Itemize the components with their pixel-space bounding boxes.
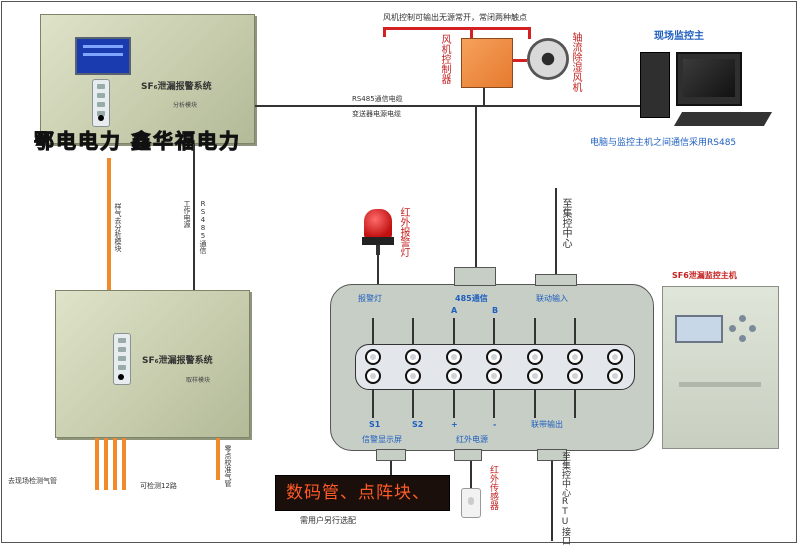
- ir-sensor-label: 红外传感器: [488, 465, 498, 510]
- fan-control-red-wire-top: [383, 27, 531, 30]
- sampling-keypad: [113, 333, 131, 385]
- led-board-wire: [390, 461, 392, 475]
- terminal-screw-icon: [607, 349, 623, 365]
- ctrl-485-label: 485通信: [455, 294, 488, 303]
- led-board-note: 需用户另行选配: [300, 516, 356, 525]
- fan-controller-drop-wire: [483, 88, 485, 106]
- ir-sensor-icon: [461, 488, 481, 518]
- ir-alarm-light-icon: [362, 205, 394, 255]
- sf6-host-label: SF6泄漏监控主机: [672, 271, 737, 280]
- sample-gas-pipe: [107, 158, 111, 290]
- ir-sensor-wire: [470, 461, 472, 488]
- analysis-power-led-icon: [98, 115, 104, 121]
- axial-fan-icon: [527, 38, 569, 80]
- field-pipe-3: [113, 438, 117, 490]
- rtu-center-label: 至集控中心RTU接口: [560, 452, 570, 545]
- sf6-host-nameplate: [679, 382, 761, 387]
- rs485-main-cable: [255, 105, 640, 107]
- sampling-module-panel: SF₆泄漏报警系统 取样模块: [55, 290, 250, 438]
- analysis-keypad: [92, 79, 110, 127]
- rtu-link-wire: [551, 461, 553, 541]
- work-power-wire: [193, 144, 195, 290]
- sample-gas-label: 样气去分析模块: [114, 203, 122, 252]
- ctrl-minus-label: -: [493, 420, 497, 429]
- to-center-top-label: 至集控中心: [560, 198, 571, 248]
- detect-points-label: 可检测12路: [140, 482, 177, 490]
- terminal-screw-icon: [446, 349, 462, 365]
- pc-comm-note: 电脑与监控主机之间通信采用RS485: [590, 138, 737, 148]
- center-link-wire-top: [555, 188, 557, 274]
- keyboard-icon: [673, 112, 773, 126]
- ctrl-linkage-in-label: 联动输入: [536, 294, 568, 303]
- field-pipe-label: 去现场检测气管: [8, 477, 57, 485]
- fan-controller-label: 风机控制器: [439, 34, 450, 84]
- terminal-screw-icon: [527, 349, 543, 365]
- fan-control-red-wire-mid: [470, 27, 473, 41]
- ctrl-ir-power-label: 红外电源: [456, 435, 488, 444]
- watermark-text: 鄂电电力 鑫华福电力: [34, 129, 241, 153]
- analysis-panel-title: SF₆泄漏报警系统: [141, 82, 212, 92]
- axial-fan-label: 轴流除湿风机: [570, 32, 581, 92]
- terminal-screw-icon: [405, 368, 421, 384]
- terminal-screw-icon: [527, 368, 543, 384]
- zero-pipe-label: 零点校准气管: [224, 445, 232, 487]
- terminal-screw-icon: [486, 368, 502, 384]
- fan-control-red-wire-right: [528, 27, 531, 39]
- rs485-drop-wire: [475, 106, 477, 268]
- pc-screen: [683, 59, 735, 97]
- zero-calibration-pipe: [216, 438, 220, 480]
- terminal-screw-icon: [365, 349, 381, 365]
- terminal-screw-icon: [446, 368, 462, 384]
- field-pipe-1: [95, 438, 99, 490]
- ctrl-alarm-light-label: 报警灯: [358, 294, 382, 303]
- ctrl-s2-label: S2: [412, 420, 424, 429]
- ctrl-b-label: B: [492, 306, 499, 315]
- rs485-port-tab: [454, 267, 496, 286]
- field-pipe-4: [122, 438, 126, 490]
- terminal-screw-icon: [365, 368, 381, 384]
- sf6-host-screen: [675, 315, 723, 343]
- sf6-host-cabinet: [662, 286, 779, 449]
- pc-tower-icon: [640, 52, 670, 118]
- fan-control-red-wire-fan: [513, 59, 527, 62]
- ctrl-plus-label: +: [451, 420, 458, 429]
- sampling-panel-title: SF₆泄漏报警系统: [142, 356, 213, 366]
- display-port-tab: [376, 449, 406, 461]
- work-power-label: 工作电源: [183, 200, 191, 228]
- terminal-screw-icon: [405, 349, 421, 365]
- linkage-output-tab: [537, 449, 567, 461]
- fan-controller-box: [461, 38, 513, 88]
- terminal-screw-icon: [486, 349, 502, 365]
- analysis-lcd-screen: [75, 37, 131, 75]
- siren-wire: [377, 253, 379, 285]
- monitor-host-label: 现场监控主: [654, 31, 704, 42]
- ctrl-display-label: 信警显示屏: [362, 435, 402, 444]
- rs485-cable-label: RS485通信电缆: [352, 95, 403, 103]
- field-pipe-2: [104, 438, 108, 490]
- fan-control-note: 风机控制可输出无源常开，常闭两种触点: [383, 13, 527, 22]
- analysis-panel-subtitle: 分析模块: [173, 102, 198, 109]
- linkage-input-tab: [535, 274, 577, 286]
- ir-power-tab: [454, 449, 482, 461]
- led-board-text: 数码管、点阵块、: [286, 483, 430, 503]
- pc-monitor-icon: [676, 52, 742, 106]
- ctrl-linkage-out-inner-label: 联带输出: [531, 420, 563, 429]
- terminal-screw-icon: [567, 349, 583, 365]
- terminal-screw-icon: [567, 368, 583, 384]
- ctrl-a-label: A: [451, 306, 458, 315]
- ctrl-s1-label: S1: [369, 420, 381, 429]
- sampling-power-led-icon: [118, 374, 124, 380]
- rs485-comm-label: RS485通信: [199, 200, 207, 254]
- ir-alarm-light-label: 红外报警灯: [398, 207, 409, 257]
- transformer-power-label: 变送器电源电缆: [352, 110, 401, 118]
- sf6-host-keys-icon: [729, 315, 757, 343]
- sampling-panel-subtitle: 取样模块: [186, 377, 211, 384]
- fan-control-red-wire-left: [383, 27, 386, 37]
- analysis-module-panel: SF₆泄漏报警系统 分析模块: [40, 14, 255, 144]
- led-display-board: 数码管、点阵块、: [275, 475, 450, 511]
- terminal-screw-icon: [607, 368, 623, 384]
